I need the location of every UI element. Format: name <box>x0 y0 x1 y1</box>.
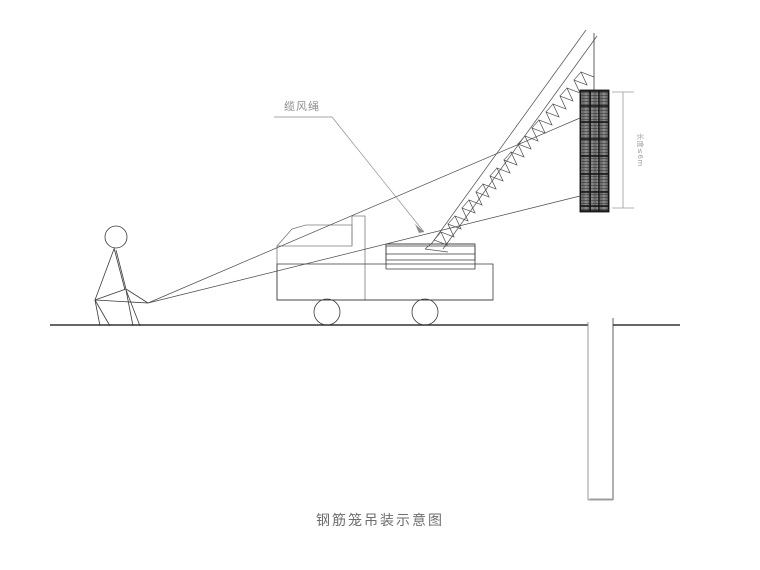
rebar-cage <box>579 89 610 213</box>
cage-length-label: 长度≤6m <box>636 133 645 167</box>
guy-rope-label: 缆风绳 <box>284 99 320 113</box>
drawing-caption: 钢筋笼吊装示意图 <box>316 512 444 529</box>
borehole-pile <box>587 318 613 501</box>
lattice-boom <box>424 29 598 253</box>
crawler-crane <box>276 215 493 325</box>
guy-rope-leader: 缆风绳 <box>274 99 425 233</box>
worker-stick-figure <box>94 225 149 327</box>
guy-ropes <box>147 117 581 304</box>
cage-length-dimension: 长度≤6m <box>612 91 645 209</box>
